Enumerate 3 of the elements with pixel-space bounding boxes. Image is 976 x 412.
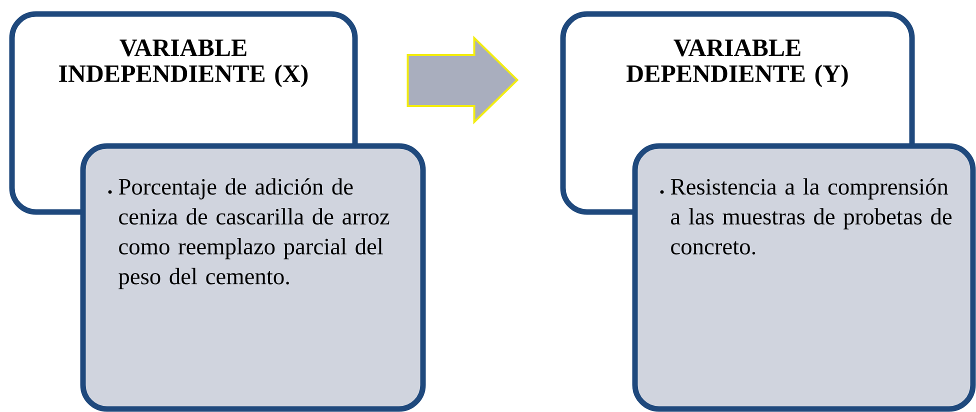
description-box: Resistencia a la comprensión a las muestras de probetas de concreto. (632, 143, 976, 412)
description-box: Porcentaje de adición de ceniza de cascarilla de arroz como reemplazo parcial del peso del cemento. (80, 143, 426, 412)
block-arrow (406, 36, 519, 124)
